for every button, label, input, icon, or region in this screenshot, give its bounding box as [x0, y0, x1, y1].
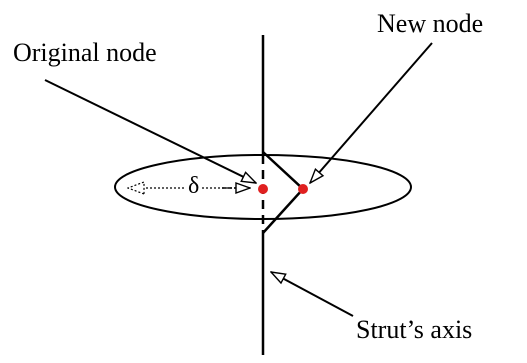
new-node-label: New node — [377, 9, 484, 38]
new-node-leader — [310, 42, 433, 183]
strut-axis-leader — [271, 272, 354, 317]
original-node-label: Original node — [13, 38, 157, 67]
original-node-leader — [44, 79, 256, 183]
original-node-dot — [258, 184, 268, 194]
delta-label: δ — [186, 173, 202, 199]
new-node-dot — [298, 184, 308, 194]
bent-strut — [262, 151, 305, 234]
strut-axis-label: Strut’s axis — [356, 315, 473, 344]
